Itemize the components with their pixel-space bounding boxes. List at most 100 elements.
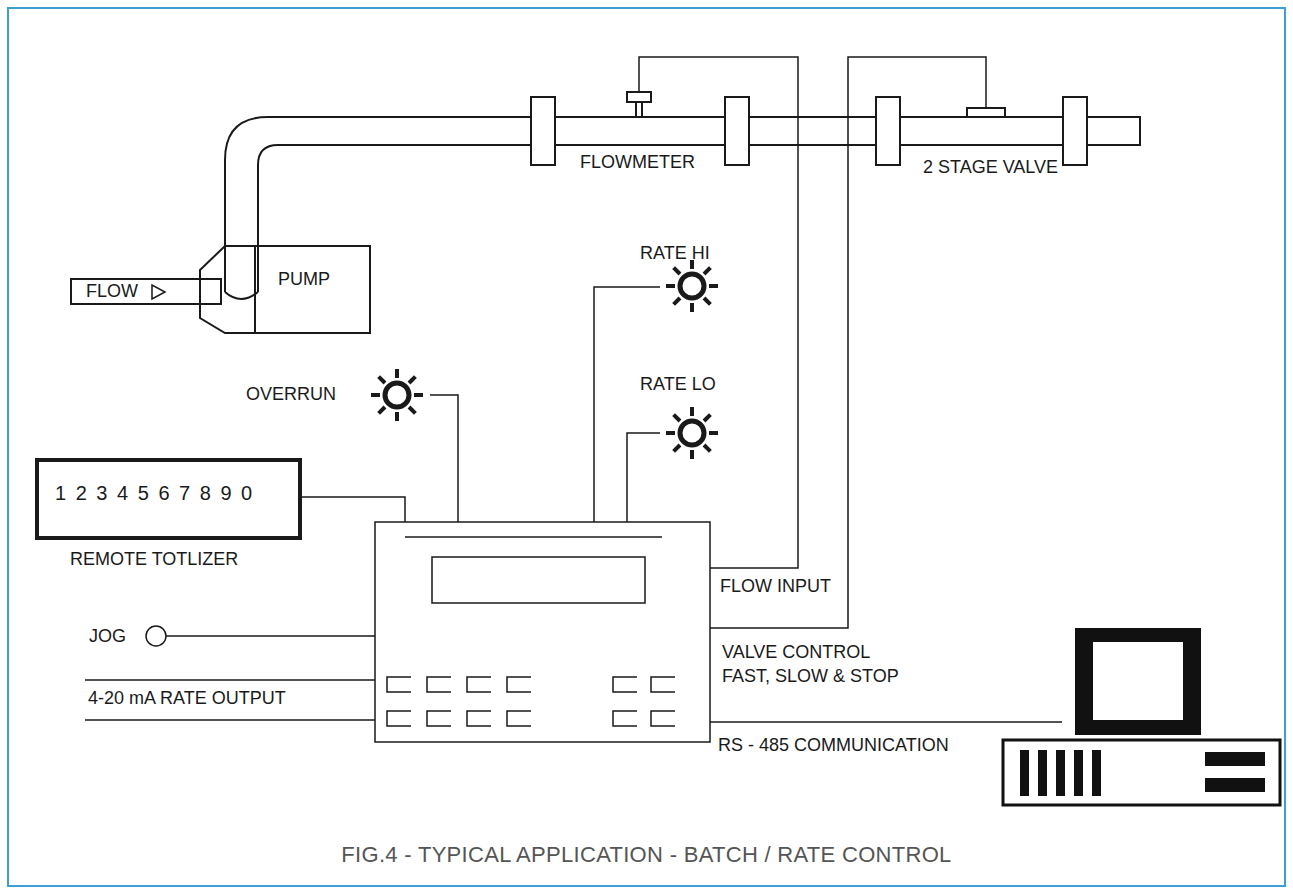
frame-border: [8, 8, 1285, 886]
pump-box: PUMP: [255, 246, 377, 333]
pipe: [225, 117, 1140, 292]
valve-control-wire: [710, 57, 986, 628]
figure-caption: FIG.4 - TYPICAL APPLICATION - BATCH / RA…: [0, 842, 1293, 868]
key: [427, 711, 451, 726]
key: [507, 711, 531, 726]
key: [651, 711, 675, 726]
drive-slot: [1205, 752, 1265, 766]
totalizer-heading: REMOTE TOTLIZER: [35, 548, 302, 570]
signal-label: VALVE CONTROL FAST, SLOW & STOP: [722, 640, 907, 688]
lamp-ray: [690, 303, 694, 312]
drive-bar: [1020, 750, 1029, 796]
controller-display: [432, 557, 645, 603]
controller: [375, 522, 710, 742]
computer-base: [1003, 740, 1280, 805]
jog-wire: [166, 635, 375, 637]
computer: [1003, 628, 1280, 805]
lamp-label: RATE LO: [640, 372, 716, 396]
key: [387, 677, 411, 692]
valve-actuator: [967, 108, 1005, 117]
key: [651, 677, 675, 692]
monitor-screen: [1093, 642, 1183, 720]
button-label: JOG: [89, 624, 126, 648]
lamp-ray: [709, 431, 718, 435]
flow-inlet-box: FLOW: [70, 278, 222, 305]
flow-arrow: [152, 285, 165, 299]
rate-output-wires: [85, 680, 375, 720]
lamp-ray: [379, 377, 385, 383]
key: [613, 711, 637, 726]
flange: [725, 97, 749, 165]
lamp-bulb: [680, 274, 704, 298]
controller-trim: [405, 536, 662, 538]
lamp-ray: [395, 412, 399, 421]
pump-body: [255, 246, 370, 333]
flow-label: FLOW: [86, 280, 220, 303]
lamp-ray: [674, 268, 680, 274]
totalizer-wire: [300, 497, 405, 522]
key: [467, 711, 491, 726]
lamp-ray: [674, 445, 680, 451]
controller-case: [375, 522, 710, 742]
monitor-frame: [1075, 628, 1201, 735]
flange: [876, 97, 900, 165]
lamp-ray: [690, 407, 694, 416]
key: [387, 711, 411, 726]
flowmeter-label: FLOWMETER: [580, 150, 695, 174]
lamp-ray: [409, 407, 415, 413]
lamp-ray: [674, 298, 680, 304]
rs485-wire: [710, 721, 1062, 723]
controller-keys: [387, 677, 675, 726]
signal-label: RS - 485 COMMUNICATION: [718, 733, 949, 757]
lamps: [371, 260, 718, 459]
signal-label: FLOW INPUT: [720, 574, 831, 598]
totalizer-digits: 1 2 3 4 5 6 7 8 9 0: [55, 482, 284, 504]
lamp-ray: [704, 298, 710, 304]
drive-bars: [1020, 750, 1101, 796]
rate-lo-wire: [627, 433, 660, 522]
drive-bar: [1038, 750, 1047, 796]
lamp-ray: [704, 445, 710, 451]
signal-label: 4-20 mA RATE OUTPUT: [88, 686, 286, 710]
lamp-ray: [674, 415, 680, 421]
drive-bar: [1074, 750, 1083, 796]
key: [613, 677, 637, 692]
drive-bar: [1092, 750, 1101, 796]
lamp-label: OVERRUN: [246, 382, 336, 406]
key: [427, 677, 451, 692]
pump-label: PUMP: [278, 268, 377, 290]
rate-hi-wire: [594, 287, 660, 522]
lamp-ray: [666, 431, 675, 435]
lamp-ray: [704, 268, 710, 274]
lamp-ray: [414, 393, 423, 397]
valve-label: 2 STAGE VALVE: [923, 155, 1058, 179]
totalizer-display: 1 2 3 4 5 6 7 8 9 0: [35, 458, 302, 540]
lamp-label: RATE HI: [640, 241, 710, 265]
lamp-ray: [409, 377, 415, 383]
wires: [85, 57, 1062, 722]
flow-input-wire: [639, 57, 798, 568]
lamp-ray: [666, 284, 675, 288]
lamp-ray: [690, 450, 694, 459]
drive-slot: [1205, 778, 1265, 792]
pipe-end: [225, 292, 258, 299]
lamp-ray: [395, 369, 399, 378]
drive-bar: [1056, 750, 1065, 796]
sensor-stem: [636, 102, 642, 117]
lamp-ray: [709, 284, 718, 288]
flange: [531, 97, 555, 165]
pipework: [200, 117, 1140, 333]
jog-button: [146, 626, 166, 646]
flange: [1063, 97, 1087, 165]
lamp-bulb: [680, 421, 704, 445]
lamp-bulb: [385, 383, 409, 407]
lamp-ray: [371, 393, 380, 397]
overrun-wire: [430, 395, 458, 522]
pump-inlet: [200, 246, 255, 333]
lamp-ray: [704, 415, 710, 421]
remote-totalizer: 1 2 3 4 5 6 7 8 9 0 REMOTE TOTLIZER: [35, 458, 302, 570]
sensor-head: [627, 92, 651, 102]
lamp-ray: [379, 407, 385, 413]
key: [507, 677, 531, 692]
